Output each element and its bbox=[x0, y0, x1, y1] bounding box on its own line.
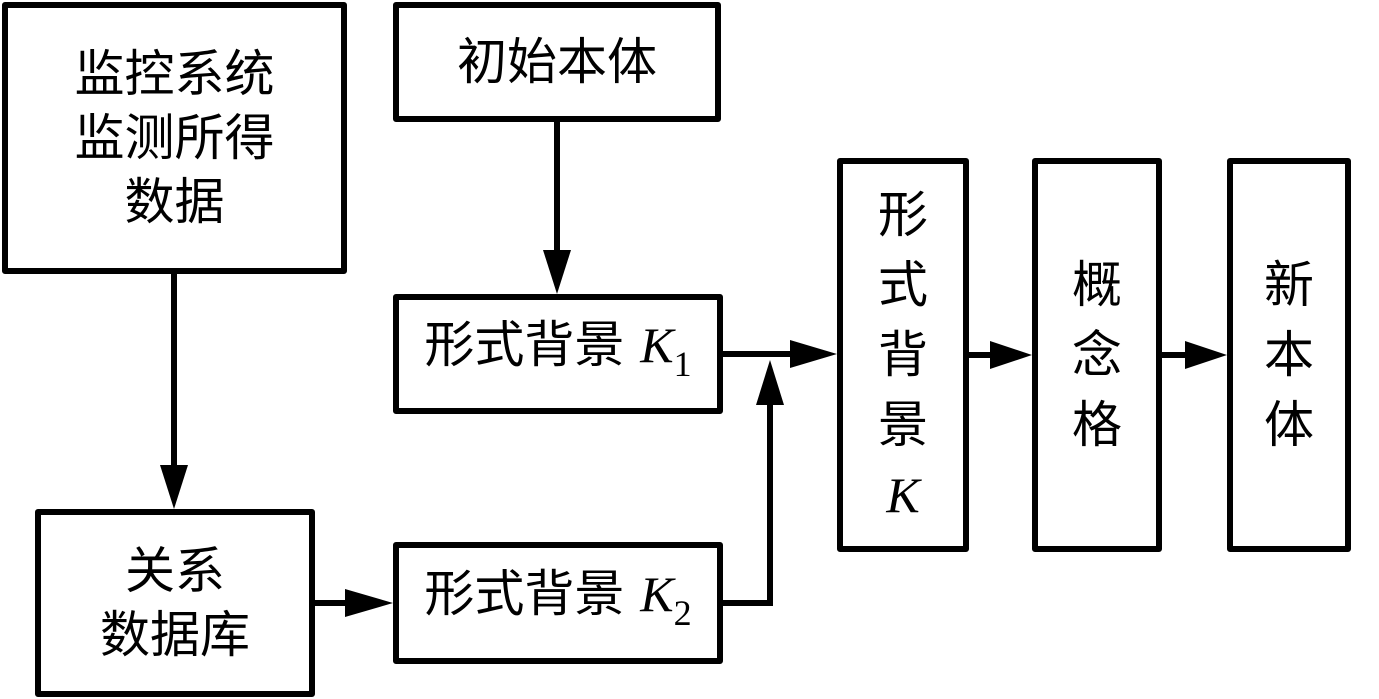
node-relational-db: 关系 数据库 bbox=[35, 509, 315, 697]
arrowhead-k1-to-k bbox=[790, 340, 837, 368]
arrowhead-initial-to-k1 bbox=[543, 250, 571, 294]
node-context-k2-sub: 2 bbox=[673, 592, 692, 633]
arrowhead-monitor-to-db bbox=[160, 465, 188, 509]
node-context-k2-label: 形式背景 bbox=[424, 564, 625, 623]
node-context-k2: 形式背景 K2 bbox=[393, 542, 723, 664]
node-concept-lattice: 概 念 格 bbox=[1032, 158, 1162, 552]
node-relational-db-line-1: 关系 bbox=[125, 542, 225, 600]
node-context-k-var: K bbox=[886, 467, 920, 523]
node-context-k-char-1: 形 bbox=[878, 186, 928, 244]
node-context-k-char-4: 景 bbox=[878, 396, 928, 454]
node-context-k: 形 式 背 景 K bbox=[837, 158, 969, 552]
node-context-k-char-2: 式 bbox=[878, 256, 928, 314]
node-monitor-data: 监控系统 监测所得 数据 bbox=[2, 2, 347, 274]
arrowhead-k-to-lattice bbox=[990, 341, 1032, 369]
node-monitor-data-line-1: 监控系统 bbox=[74, 45, 275, 103]
node-concept-lattice-char-2: 念 bbox=[1072, 326, 1122, 384]
node-context-k2-var: K bbox=[640, 565, 674, 622]
edge-k2-to-k bbox=[723, 395, 773, 606]
node-concept-lattice-char-1: 概 bbox=[1072, 256, 1122, 314]
node-new-ontology-char-2: 本 bbox=[1264, 326, 1314, 384]
node-monitor-data-line-3: 数据 bbox=[124, 173, 225, 231]
node-relational-db-line-2: 数据库 bbox=[100, 606, 250, 664]
node-concept-lattice-char-3: 格 bbox=[1072, 396, 1122, 454]
node-new-ontology-char-1: 新 bbox=[1264, 256, 1314, 314]
node-context-k1-sub: 1 bbox=[673, 343, 692, 384]
arrowhead-lattice-to-new bbox=[1185, 341, 1227, 369]
arrowhead-db-to-k2 bbox=[345, 589, 393, 617]
arrowhead-k2-up bbox=[756, 360, 784, 405]
node-new-ontology: 新 本 体 bbox=[1227, 158, 1351, 552]
node-context-k1-var: K bbox=[640, 316, 674, 373]
node-initial-ontology: 初始本体 bbox=[393, 2, 721, 122]
node-initial-ontology-label: 初始本体 bbox=[457, 33, 657, 91]
node-new-ontology-char-3: 体 bbox=[1264, 396, 1314, 454]
node-context-k1-label: 形式背景 bbox=[424, 315, 625, 374]
node-monitor-data-line-2: 监测所得 bbox=[74, 109, 275, 167]
node-context-k1: 形式背景 K1 bbox=[393, 294, 723, 414]
node-context-k-char-3: 背 bbox=[878, 326, 928, 384]
